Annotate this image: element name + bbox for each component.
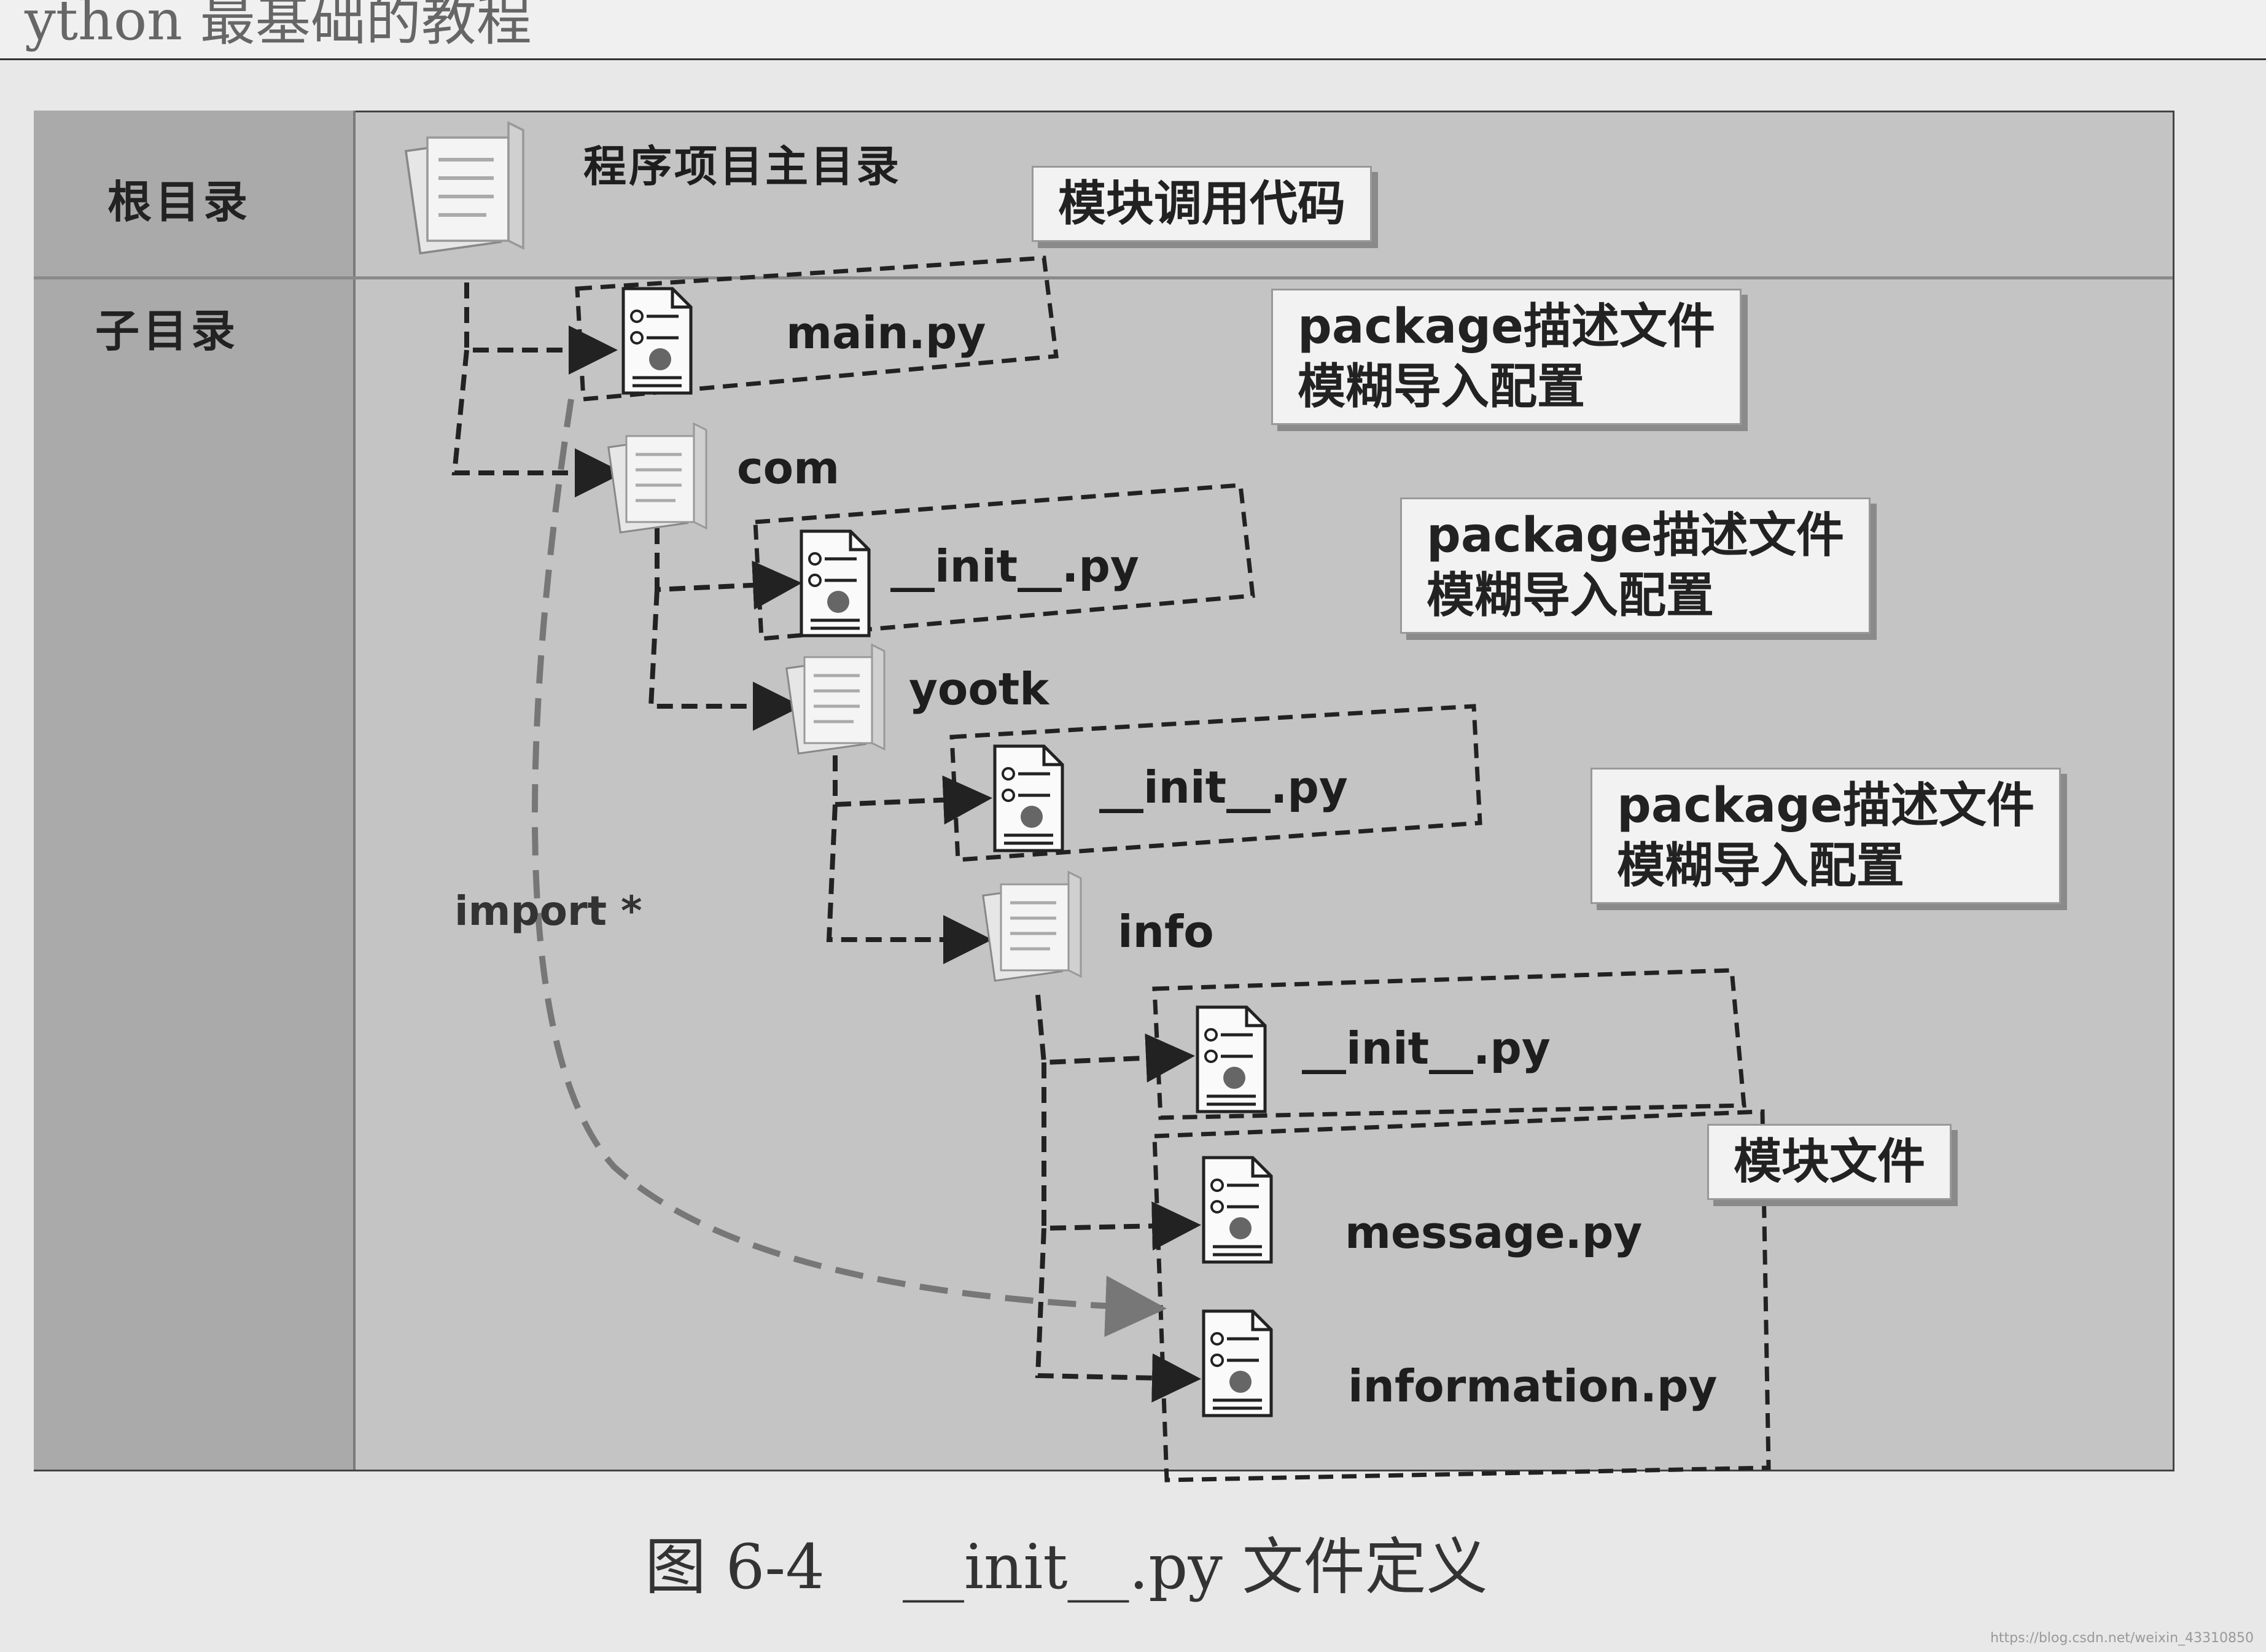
information-label: information.py — [1348, 1360, 1718, 1412]
com-label: com — [737, 442, 840, 494]
main-doc-icon — [623, 289, 691, 393]
callout-text: 模块调用代码 — [1058, 176, 1346, 232]
message-doc-icon — [1204, 1158, 1271, 1262]
page-top-strip: ython 最基础的教程 — [0, 0, 2266, 60]
main-label: main.py — [786, 307, 986, 359]
callout-package-2: package描述文件 模糊导入配置 — [1400, 497, 1871, 634]
import-label: import * — [454, 887, 642, 935]
yootk-label: yootk — [909, 663, 1049, 715]
callout-text: package描述文件 — [1617, 778, 2034, 833]
com-folder-icon — [609, 424, 706, 532]
yootk-init-label: __init__.py — [1099, 762, 1348, 813]
callout-text: 模块文件 — [1734, 1134, 1926, 1190]
callout-text: 模糊导入配置 — [1617, 838, 1905, 894]
information-doc-icon — [1204, 1311, 1271, 1416]
column-divider — [353, 111, 356, 1470]
root-folder-icon — [406, 123, 523, 253]
root-title: 程序项目主目录 — [583, 141, 901, 192]
yootk-folder-icon — [787, 645, 884, 754]
header-partial-text: ython 最基础的教程 — [25, 0, 532, 53]
callout-text: 模糊导入配置 — [1427, 568, 1715, 623]
watermark: https://blog.csdn.net/weixin_43310850 — [1990, 1631, 2254, 1646]
info-folder-icon — [983, 872, 1081, 981]
callout-text: package描述文件 — [1298, 299, 1715, 354]
com-init-doc-icon — [801, 531, 869, 636]
row-divider — [34, 276, 2173, 279]
callout-text: package描述文件 — [1427, 508, 1844, 563]
info-init-doc-icon — [1197, 1007, 1265, 1112]
com-init-label: __init__.py — [890, 540, 1139, 592]
callout-package-3: package描述文件 模糊导入配置 — [1590, 768, 2061, 904]
callout-package-1: package描述文件 模糊导入配置 — [1271, 289, 1742, 425]
callout-module-file: 模块文件 — [1707, 1124, 1952, 1200]
message-label: message.py — [1345, 1207, 1643, 1258]
row-label-column — [34, 111, 353, 1470]
root-dir-label: 根目录 — [107, 176, 252, 228]
info-init-label: __init__.py — [1302, 1023, 1551, 1074]
yootk-init-doc-icon — [995, 746, 1062, 851]
callout-module-call: 模块调用代码 — [1032, 166, 1372, 242]
info-label: info — [1118, 906, 1214, 957]
sub-dir-label: 子目录 — [95, 305, 239, 357]
callout-text: 模糊导入配置 — [1298, 359, 1586, 415]
figure-caption: 图 6-4 __init__.py 文件定义 — [645, 1531, 1488, 1603]
